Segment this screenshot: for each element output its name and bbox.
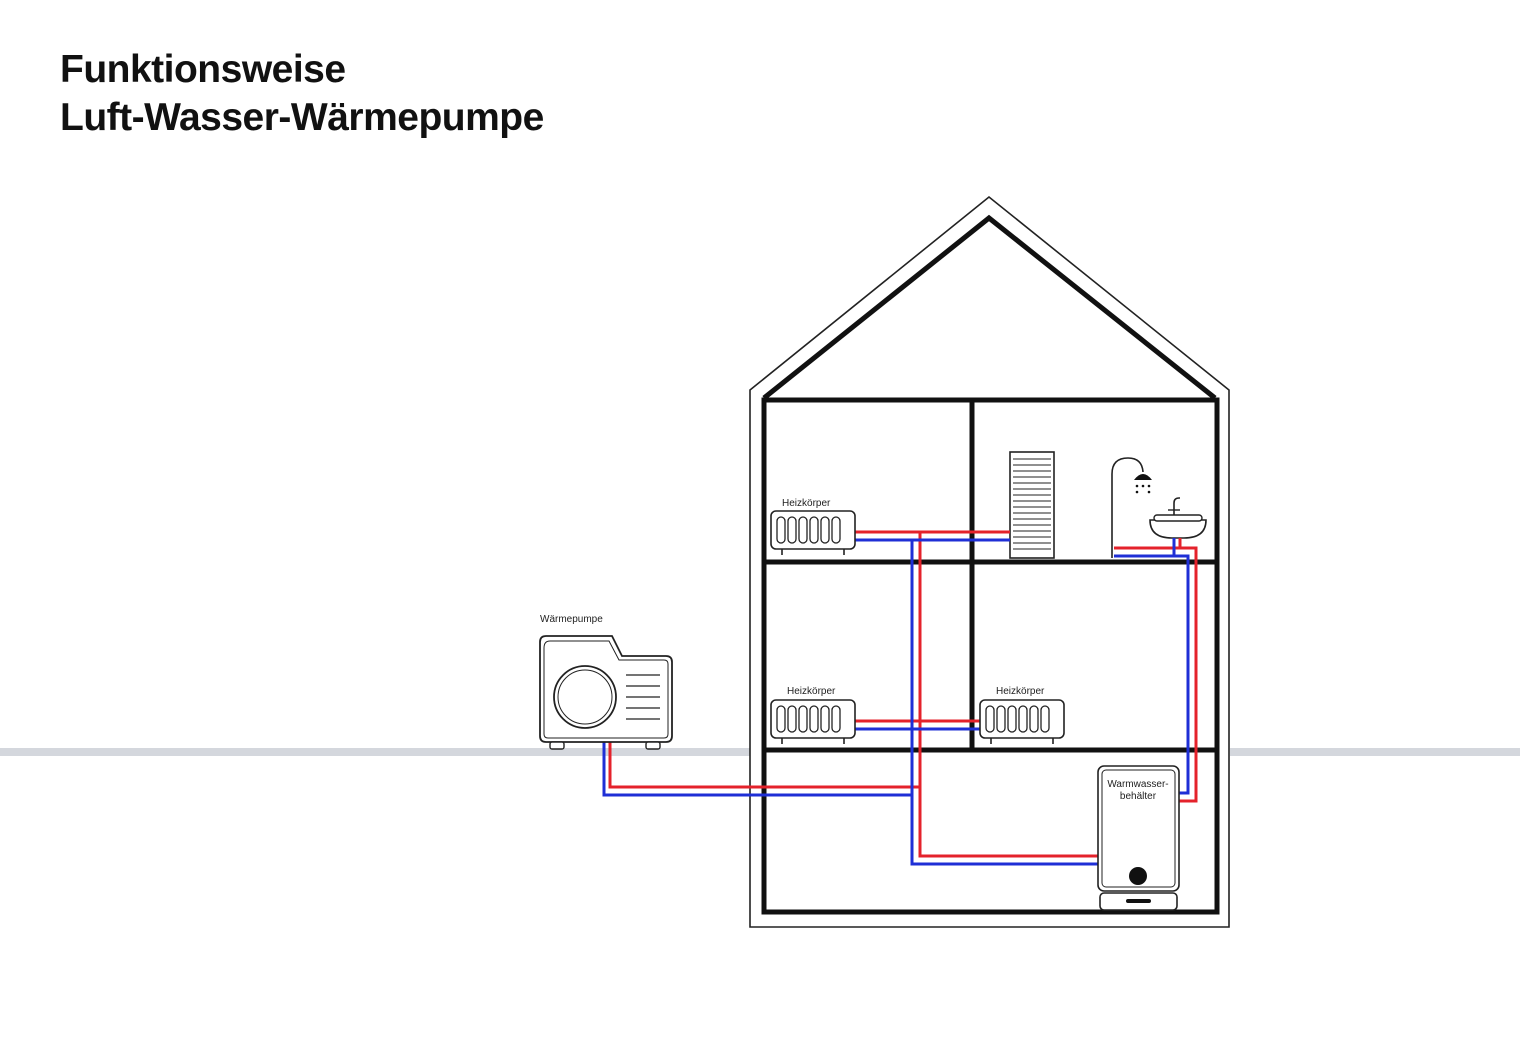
radiator-top-left-label: Heizkörper xyxy=(782,498,831,509)
radiator-mid-right-label: Heizkörper xyxy=(996,686,1045,697)
sink-icon xyxy=(1149,497,1207,539)
title-line-1: Funktionsweise xyxy=(60,48,346,91)
house-roof xyxy=(762,214,1217,400)
return-pipe-tank-cold xyxy=(1174,554,1190,795)
tank-body xyxy=(1097,765,1180,892)
tank-indicator xyxy=(1129,867,1147,885)
title-line-2: Luft-Wasser-Wärmepumpe xyxy=(60,96,544,139)
ground-line-right xyxy=(1230,748,1520,756)
ground-line-left xyxy=(0,748,752,756)
heat-pump-label: Wärmepumpe xyxy=(540,614,603,625)
return-pipes xyxy=(602,538,1190,866)
house xyxy=(749,195,1230,928)
return-pipe-riser xyxy=(910,540,1100,866)
hot-water-tank: Warmwasser- behälter xyxy=(1097,765,1180,911)
heat-pump-unit: Wärmepumpe xyxy=(539,614,673,750)
tank-label-line-2: behälter xyxy=(1120,791,1157,802)
diagram-title: Funktionsweise Luft-Wasser-Wärmepumpe xyxy=(60,46,544,142)
heat-pump-fan xyxy=(553,665,617,729)
heat-pump-vents xyxy=(626,674,660,720)
radiator-mid-right: Heizkörper xyxy=(979,686,1065,745)
house-inner-walls xyxy=(761,397,1220,915)
radiator-mid-left-label: Heizkörper xyxy=(787,686,836,697)
tank-label-line-1: Warmwasser- xyxy=(1107,779,1168,790)
supply-pipe-heat-pump xyxy=(608,728,920,789)
towel-radiator xyxy=(1009,451,1055,559)
supply-pipe-tank-hot xyxy=(1177,546,1198,803)
supply-pipe-riser xyxy=(918,532,1100,858)
shower-icon xyxy=(1111,457,1152,558)
radiator-mid-left: Heizkörper xyxy=(770,686,856,745)
return-pipe-heat-pump xyxy=(602,728,912,797)
radiator-top-left: Heizkörper xyxy=(770,498,856,556)
supply-pipes xyxy=(608,530,1198,858)
